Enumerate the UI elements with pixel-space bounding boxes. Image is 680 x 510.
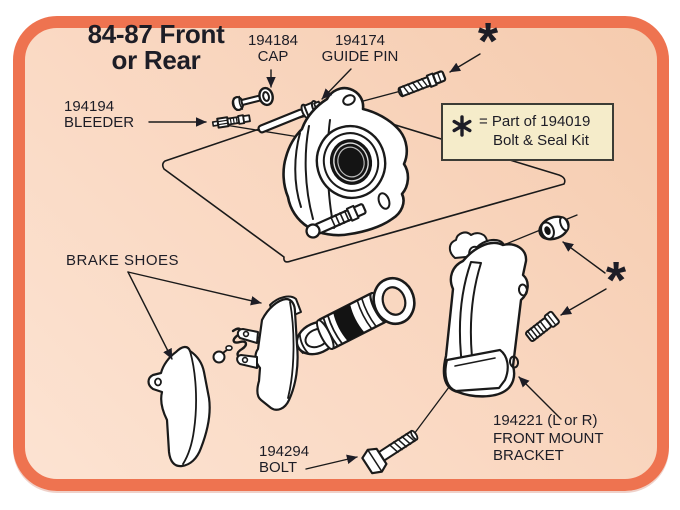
- cap-part-number: 194184: [247, 32, 299, 49]
- mount-bolt-part: [361, 429, 419, 475]
- plane-outline: [161, 104, 566, 263]
- bracket-part-number: 194221 (L or R): [493, 412, 598, 429]
- guide-pin-part-name: GUIDE PIN: [321, 48, 399, 65]
- bleeder-part: [211, 114, 251, 129]
- brake-pad-right: [236, 295, 302, 411]
- kit-bolt-top: [397, 70, 447, 98]
- bolt-part-name: BOLT: [259, 459, 298, 476]
- label-bracket: 194221 (L or R) FRONT MOUNT BRACKET: [493, 412, 604, 465]
- asterisk-icon: [452, 115, 472, 137]
- label-bolt: 194294 BOLT: [259, 444, 309, 476]
- cap-part: [231, 86, 274, 112]
- bracket-part-name-line1: FRONT MOUNT: [493, 429, 604, 447]
- caliper-drawing: [282, 86, 410, 239]
- grommet-part: [538, 215, 570, 241]
- page-title-line1: 84-87 Front: [87, 19, 225, 49]
- kit-bolt-lower: [525, 310, 560, 342]
- note-line2: Bolt & Seal Kit: [493, 132, 589, 149]
- page-title-line2: or Rear: [111, 45, 201, 75]
- bleeder-part-number: 194194: [64, 98, 115, 115]
- label-bleeder: 194194 BLEEDER: [64, 99, 134, 131]
- note-text: = Part of 194019 Bolt & Seal Kit: [479, 112, 590, 150]
- seal-ring-part: [372, 276, 416, 326]
- label-guide-pin: 194174 GUIDE PIN: [305, 33, 415, 65]
- kit-note-box: = Part of 194019 Bolt & Seal Kit: [441, 103, 614, 161]
- cap-part-name: CAP: [257, 48, 289, 65]
- label-cap: 194184 CAP: [233, 33, 313, 65]
- bracket-part-name-line2: BRACKET: [493, 447, 564, 464]
- bolt-part-number: 194294: [259, 443, 310, 460]
- label-brake-shoes: BRAKE SHOES: [66, 252, 180, 269]
- brake-pad-left: [147, 345, 211, 468]
- bleeder-part-name: BLEEDER: [64, 114, 135, 131]
- note-line1: = Part of 194019: [479, 113, 591, 130]
- bracket-drawing: [442, 231, 529, 398]
- note-asterisk: [452, 115, 472, 142]
- kit-asterisk-right: *: [606, 252, 627, 310]
- kit-asterisk-top: *: [478, 13, 499, 71]
- leader-arrows: [127, 53, 607, 470]
- guide-pin-part-number: 194174: [334, 32, 386, 49]
- page-title: 84-87 Front or Rear: [58, 21, 254, 73]
